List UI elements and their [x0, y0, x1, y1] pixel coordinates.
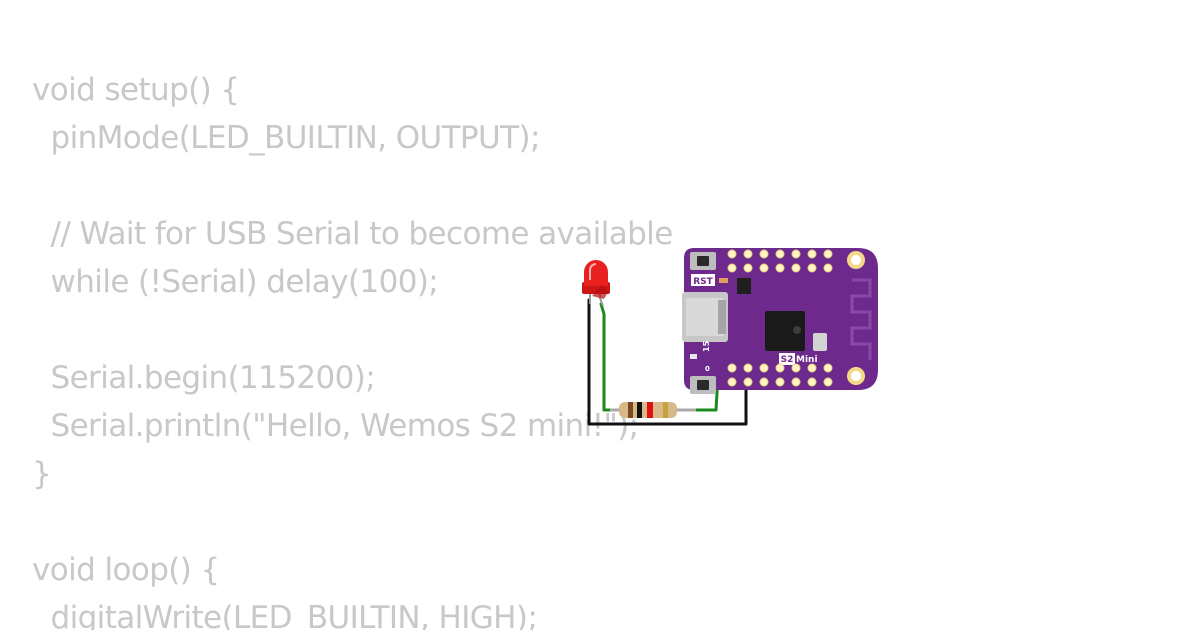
code-line: void setup() { [32, 72, 240, 108]
smd-component [719, 278, 728, 283]
header-pin[interactable] [791, 263, 801, 273]
header-pin[interactable] [775, 377, 785, 387]
espressif-logo-icon [793, 326, 801, 334]
header-pin[interactable] [775, 249, 785, 259]
header-pin[interactable] [743, 263, 753, 273]
pin-0-label: 0 [705, 365, 710, 373]
header-pin[interactable] [759, 249, 769, 259]
resistor[interactable] [610, 402, 696, 418]
header-pin[interactable] [823, 249, 833, 259]
header-pin[interactable] [807, 377, 817, 387]
resistor-band-2 [637, 402, 642, 418]
code-editor: void setup() { pinMode(LED_BUILTIN, OUTP… [32, 66, 673, 630]
header-pin[interactable] [807, 263, 817, 273]
code-line: // Wait for USB Serial to become availab… [32, 216, 674, 252]
header-pin[interactable] [791, 249, 801, 259]
code-line: pinMode(LED_BUILTIN, OUTPUT); [32, 120, 541, 156]
header-pins-bottom [727, 363, 833, 387]
header-pin[interactable] [759, 363, 769, 373]
header-pin[interactable] [775, 263, 785, 273]
header-pin[interactable] [759, 377, 769, 387]
code-line: } [32, 456, 52, 492]
code-line: while (!Serial) delay(100); [32, 264, 439, 300]
header-pin[interactable] [743, 363, 753, 373]
voltage-regulator [737, 278, 751, 294]
header-pin[interactable] [791, 377, 801, 387]
header-pin[interactable] [807, 249, 817, 259]
smd-led [690, 354, 697, 359]
header-pin[interactable] [791, 363, 801, 373]
rst-label: RST [693, 277, 713, 287]
wemos-s2-mini-board[interactable]: RST S2 Mini 15 0 [682, 248, 878, 394]
led-highlight [589, 263, 597, 280]
wire-led-cathode-black[interactable] [587, 298, 748, 426]
header-pins-top [727, 249, 833, 273]
header-pin[interactable] [727, 249, 737, 259]
header-pin[interactable] [743, 249, 753, 259]
code-line: void loop() { [32, 552, 220, 588]
header-pin[interactable] [823, 363, 833, 373]
header-pin[interactable] [823, 263, 833, 273]
header-pin[interactable] [727, 263, 737, 273]
esp32-s2-chip [765, 311, 805, 351]
board-name-label: S2 [781, 355, 794, 365]
code-line: Serial.begin(115200); [32, 360, 376, 396]
header-pin[interactable] [775, 363, 785, 373]
board-name-suffix: Mini [796, 355, 818, 365]
header-pin[interactable] [727, 377, 737, 387]
resistor-band-1 [628, 402, 633, 418]
header-pin[interactable] [807, 363, 817, 373]
crystal [813, 333, 827, 351]
header-pin[interactable] [727, 363, 737, 373]
pin-15-label: 15 [702, 340, 711, 352]
header-pin[interactable] [759, 263, 769, 273]
led-shadow [592, 285, 608, 299]
code-line: digitalWrite(LED_BUILTIN, HIGH); [32, 600, 538, 630]
led-red[interactable] [582, 260, 610, 307]
wire-led-anode-green[interactable] [599, 302, 624, 412]
resistor-band-4 [663, 402, 668, 418]
resistor-band-3 [647, 402, 653, 418]
header-pin[interactable] [823, 377, 833, 387]
antenna-trace [850, 278, 872, 360]
header-pin[interactable] [743, 377, 753, 387]
